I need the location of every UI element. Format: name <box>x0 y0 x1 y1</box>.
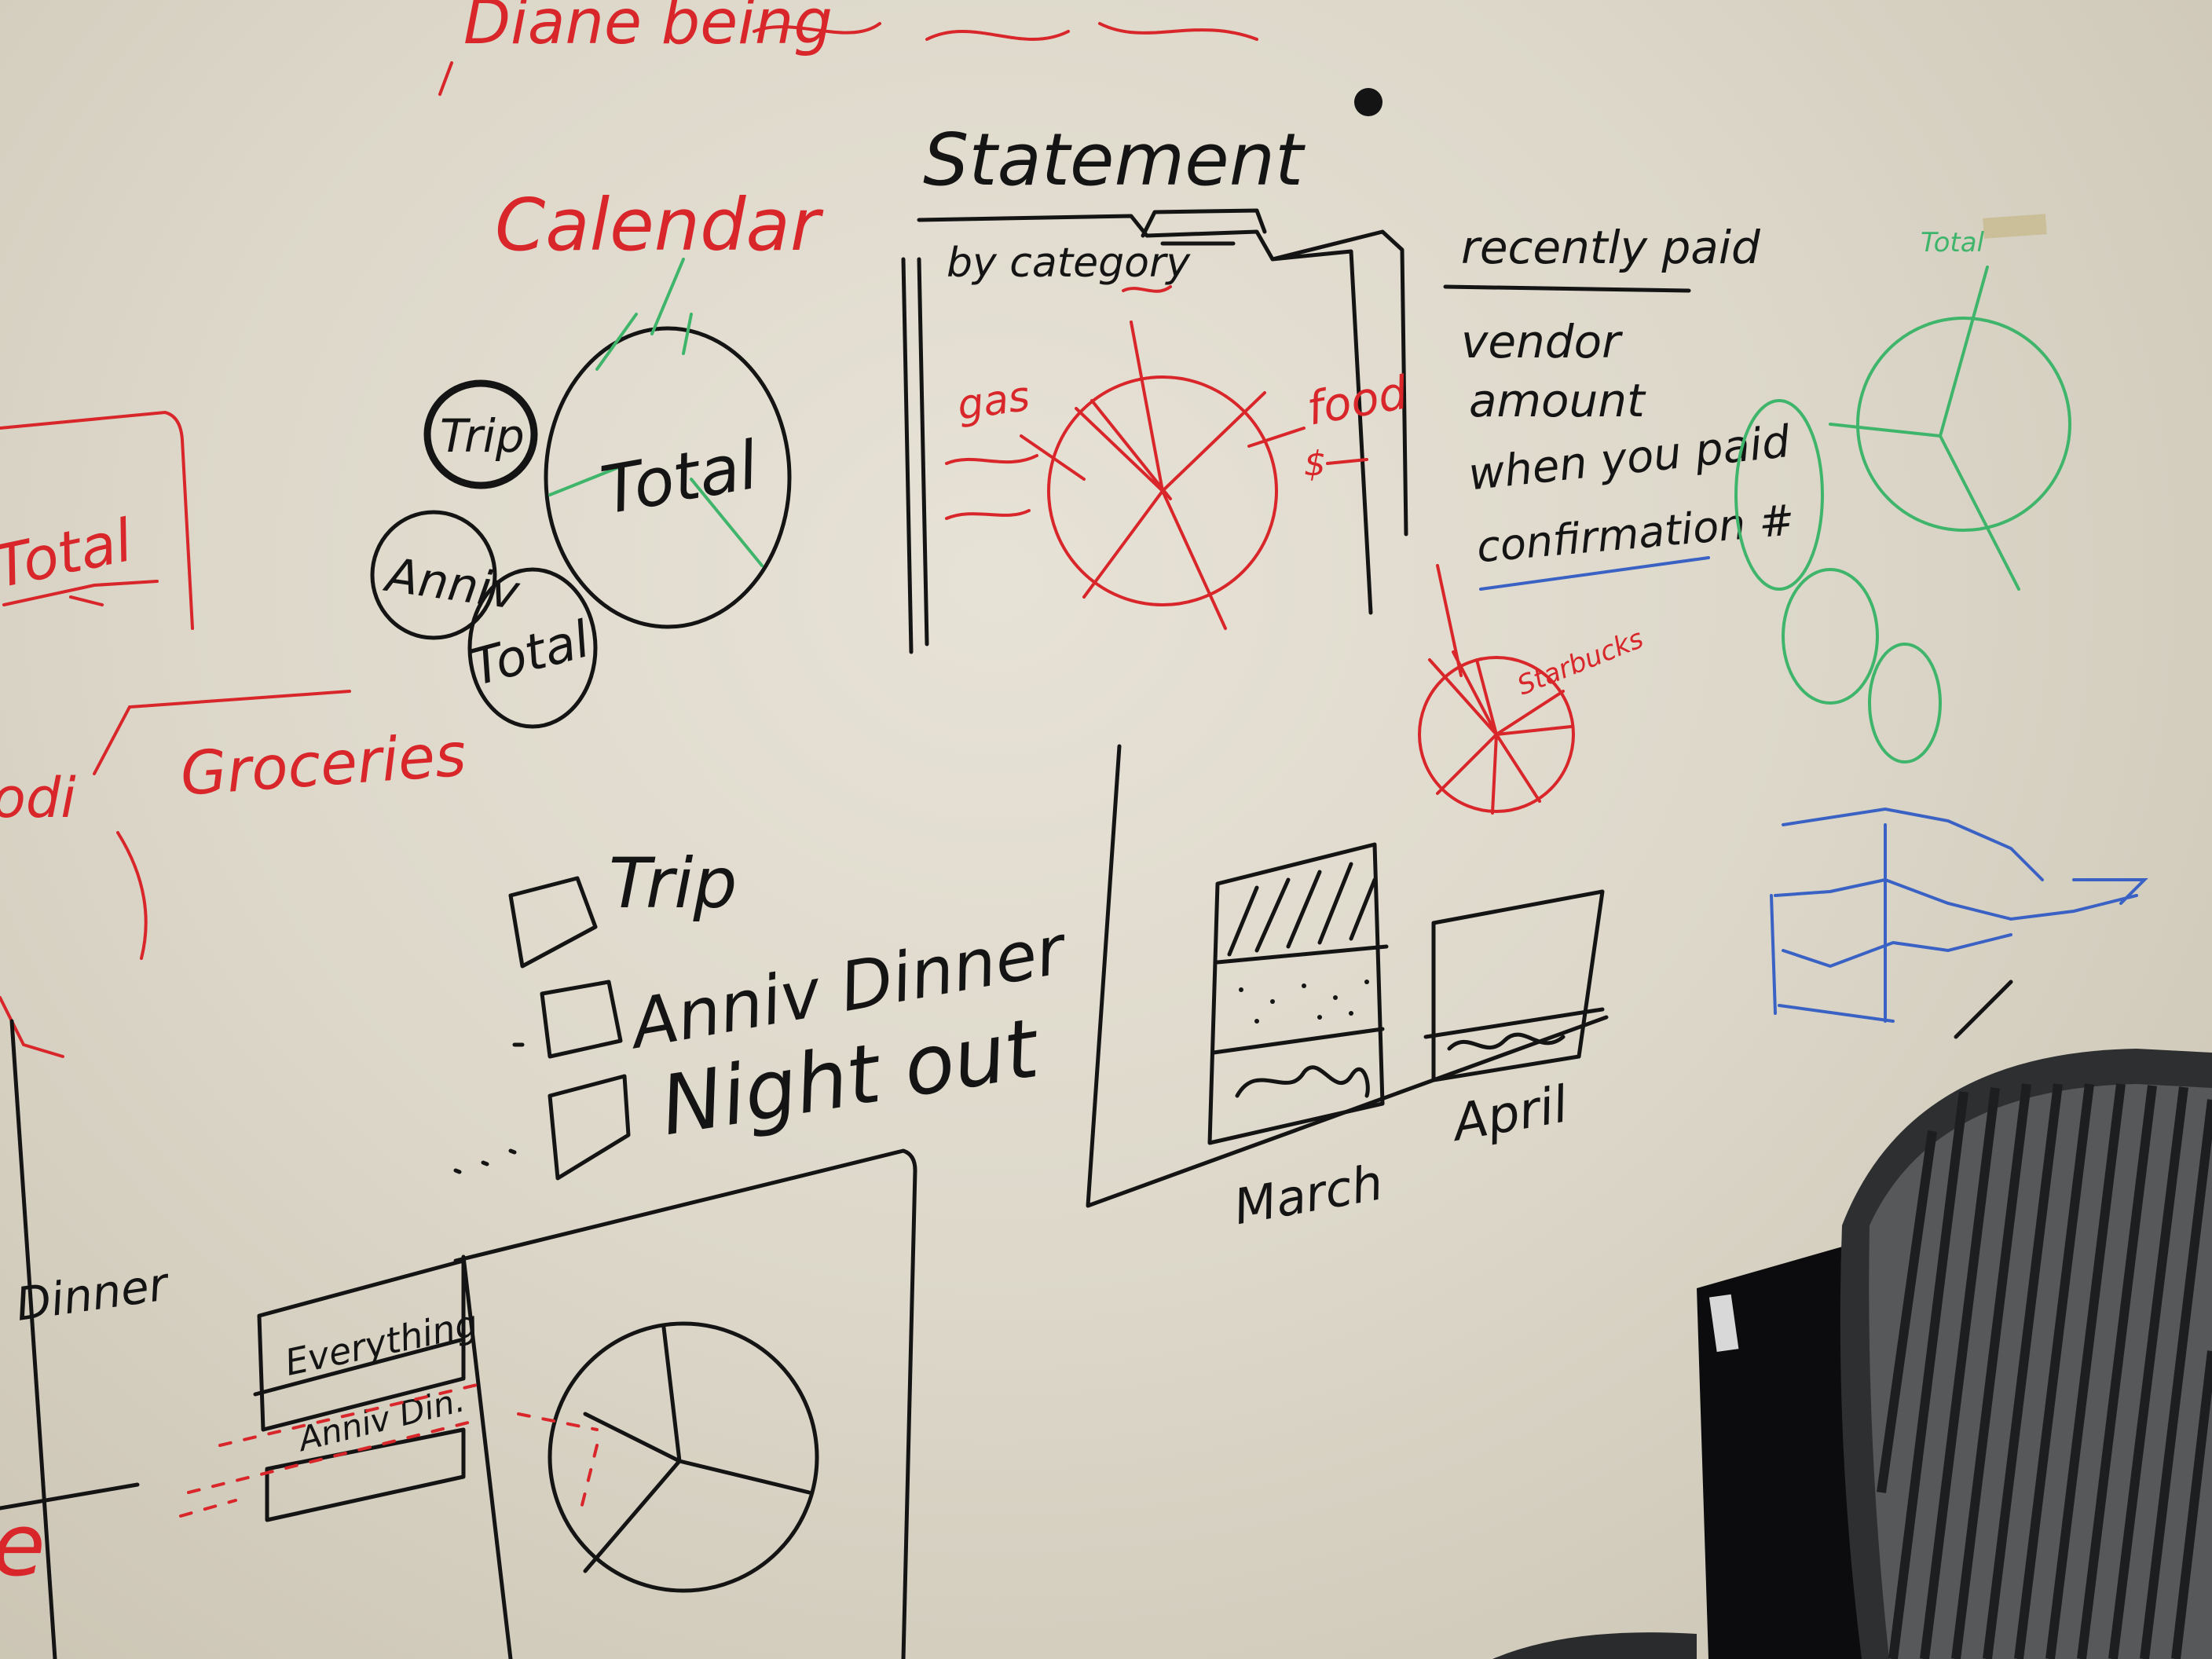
statement-pie <box>1047 375 1278 606</box>
blue-chart-dark-mark <box>1954 980 2013 1039</box>
left-odi-text: odi <box>0 766 76 830</box>
gas-underlines <box>945 434 1086 520</box>
bubble-trip <box>423 379 538 489</box>
bar-april <box>1423 889 1605 1082</box>
checkbox-nightout <box>548 1074 631 1181</box>
bubble-trip-label: Trip <box>440 409 525 463</box>
statement-gas-label: gas <box>954 373 1032 430</box>
recently-paid-underline <box>1443 284 1691 293</box>
checkbox-dots <box>453 1042 525 1174</box>
bubble-total-small-label: Total <box>465 610 596 698</box>
bubble-total-main <box>544 326 792 629</box>
top-scribble-text: Diane being <box>463 0 833 58</box>
left-total-underline <box>2 580 159 606</box>
bubble-anniv-label: Anniv <box>380 548 524 621</box>
statement-dollar-label: $ <box>1304 444 1326 484</box>
left-red-curve <box>0 831 148 1058</box>
green-bubble-left <box>1734 399 1824 591</box>
starbucks-pie-slices <box>1428 564 1573 815</box>
tab-everything-label: Everything <box>281 1302 482 1384</box>
bar-label-april: April <box>1446 1075 1573 1153</box>
recently-paid-title: recently paid <box>1461 221 1761 274</box>
bar-march-scribble <box>1235 1065 1370 1098</box>
statement-title: Statement <box>923 118 1306 202</box>
blue-area-chart <box>1770 807 2148 1023</box>
checkbox-trip-label: Trip <box>609 843 737 924</box>
top-scribble-strokes <box>438 22 1258 96</box>
magnet <box>1354 88 1382 116</box>
left-total-partial: Total <box>0 507 138 602</box>
tape <box>1983 214 2047 239</box>
checkbox-trip <box>508 876 598 969</box>
food-line <box>1122 285 1368 465</box>
left-groceries-bracket <box>93 690 351 775</box>
bottom-pie <box>548 1321 819 1593</box>
left-vertical-line <box>9 1019 57 1659</box>
calendar-title: Calendar <box>495 183 824 267</box>
bar-march-hatch <box>1227 862 1377 957</box>
statement-pie-slices <box>1075 320 1266 630</box>
bar-march-dots <box>1239 980 1369 1024</box>
recent-field-vendor: vendor <box>1461 315 1623 368</box>
statement-food-label: food <box>1303 365 1412 435</box>
recent-field-when: when you paid <box>1466 416 1793 501</box>
office-chair-mesh <box>1869 1084 2212 1659</box>
green-total-label: Total <box>1921 227 1985 258</box>
starbucks-label: Starbucks <box>1513 623 1648 701</box>
confirmation-underline <box>1479 556 1710 591</box>
statement-tab-label: by category <box>947 240 1191 287</box>
bar-label-march: March <box>1229 1153 1386 1236</box>
bubble-total-main-label: Total <box>595 427 764 529</box>
bubble-anniv <box>370 510 497 640</box>
bottom-red-dashes <box>179 1381 599 1518</box>
bottom-tabs <box>253 1258 466 1522</box>
statement-folder <box>901 208 1408 654</box>
green-total-circle <box>1856 317 2071 532</box>
bottom-pie-slices <box>583 1325 811 1573</box>
bubble-total-small <box>467 567 598 729</box>
dinner-left-label: Dinner <box>13 1257 174 1331</box>
checkbox-anniv <box>540 980 623 1059</box>
bottom-window <box>453 1148 917 1659</box>
starbucks-pie <box>1418 656 1575 813</box>
green-total-slices <box>1829 266 2020 591</box>
computer-case-label <box>1708 1294 1739 1353</box>
left-horizontal-line <box>0 1482 140 1511</box>
recent-field-amount: amount <box>1469 374 1646 427</box>
bar-march <box>1207 842 1389 1145</box>
green-bubble-bottom <box>1782 568 1879 705</box>
groceries-label: Groceries <box>178 720 468 809</box>
left-letter-e: e <box>0 1495 46 1595</box>
office-chair-seat-edge <box>1492 1632 1697 1659</box>
green-bubble-small <box>1868 643 1942 764</box>
bar-april-scribble <box>1447 1032 1566 1051</box>
office-chair-mesh-stripes <box>1877 1083 2212 1659</box>
bubble-total-green-marks <box>548 258 764 567</box>
left-red-box <box>0 410 194 630</box>
